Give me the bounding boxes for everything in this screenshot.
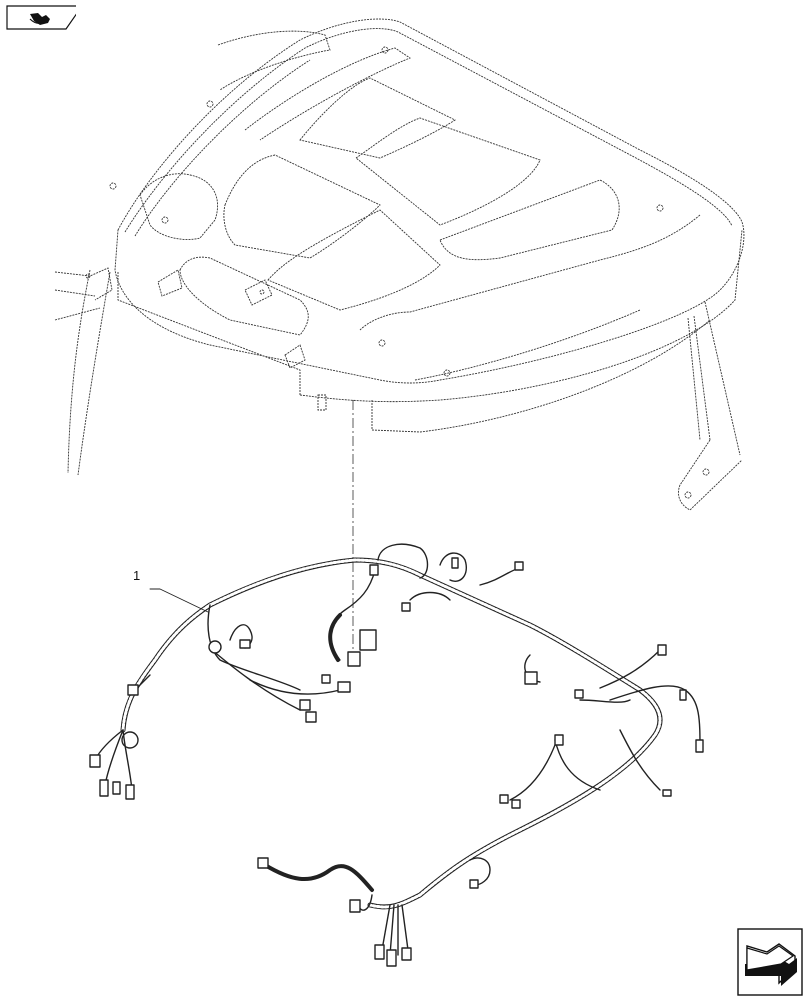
back-arrow-icon xyxy=(737,928,803,996)
callout-leader-line xyxy=(149,588,209,613)
front-left-pillar xyxy=(54,267,113,476)
rear-right-pillar xyxy=(678,301,743,511)
back-nav-button[interactable] xyxy=(737,928,803,996)
wiring-harness xyxy=(89,543,704,967)
callout-label-1[interactable]: 1 xyxy=(133,568,141,583)
cab-roof xyxy=(109,18,745,433)
book-with-hand-icon xyxy=(6,5,76,30)
manual-nav-badge[interactable] xyxy=(6,5,76,30)
